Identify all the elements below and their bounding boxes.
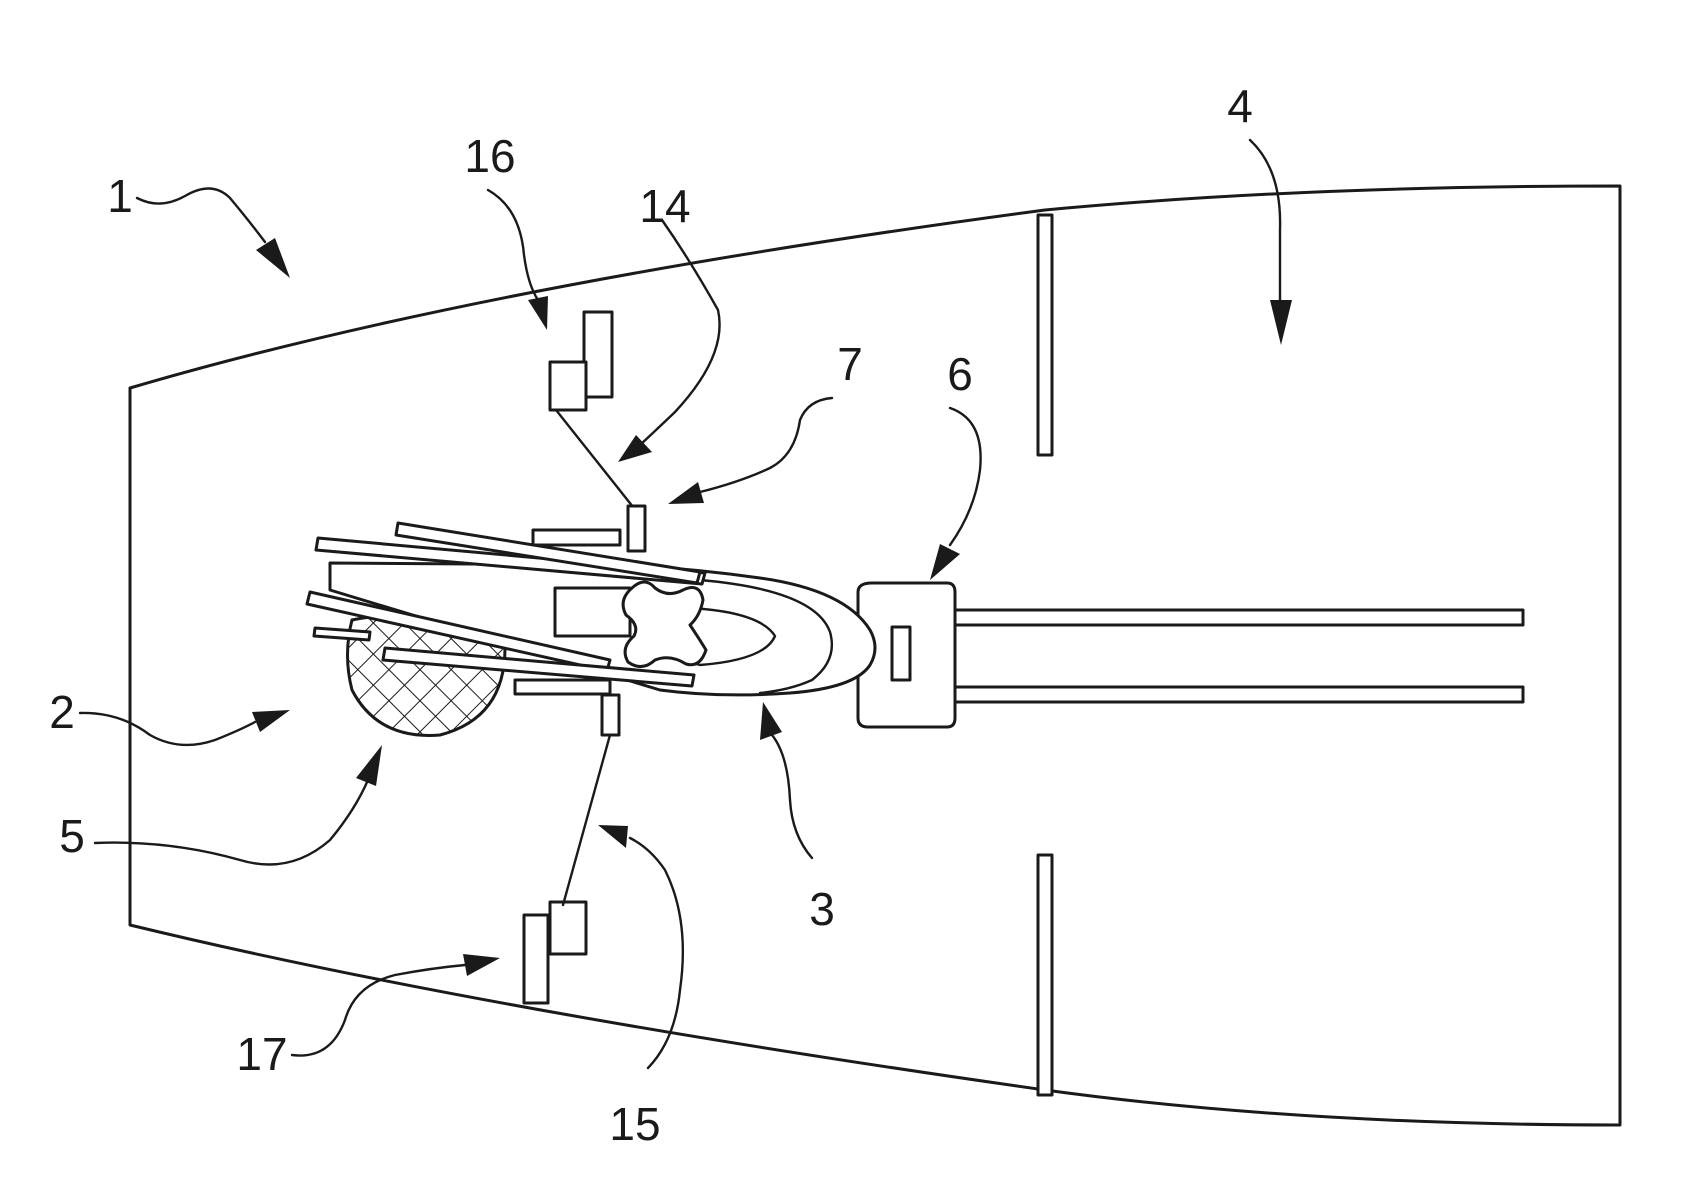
ref-label-14: 14 [639, 180, 690, 232]
ref-label-16: 16 [464, 130, 515, 182]
leader-14 [618, 220, 720, 462]
ref-label-1: 1 [107, 170, 133, 222]
ref-label-17: 17 [236, 1028, 287, 1080]
ref-label-2: 2 [49, 686, 75, 738]
device-panel [555, 588, 630, 636]
leader-15 [598, 825, 683, 1068]
lower-device [524, 902, 586, 1003]
ref-label-15: 15 [609, 1098, 660, 1150]
lower-link-line [563, 735, 610, 905]
upper-device [550, 312, 612, 410]
upper-sensor-block [628, 506, 645, 551]
leader-4 [1250, 140, 1292, 345]
upper-link-line [556, 410, 637, 512]
mount-bracket [892, 627, 910, 680]
ref-label-6: 6 [947, 348, 973, 400]
leader-2 [80, 710, 290, 745]
leader-6 [930, 408, 981, 580]
leader-16 [488, 190, 548, 330]
lower-sensor-block [602, 695, 619, 735]
upper-wall-bar [1038, 215, 1052, 455]
ref-label-4: 4 [1227, 80, 1253, 132]
lower-wall-bar [1038, 855, 1052, 1095]
leader-1 [137, 188, 290, 278]
ref-label-7: 7 [837, 338, 863, 390]
lower-rail [935, 687, 1523, 702]
ref-label-5: 5 [59, 810, 85, 862]
upper-rail [935, 610, 1523, 625]
leader-7 [668, 398, 832, 504]
ref-label-3: 3 [809, 883, 835, 935]
leader-5 [95, 745, 382, 865]
leader-3 [760, 702, 812, 858]
